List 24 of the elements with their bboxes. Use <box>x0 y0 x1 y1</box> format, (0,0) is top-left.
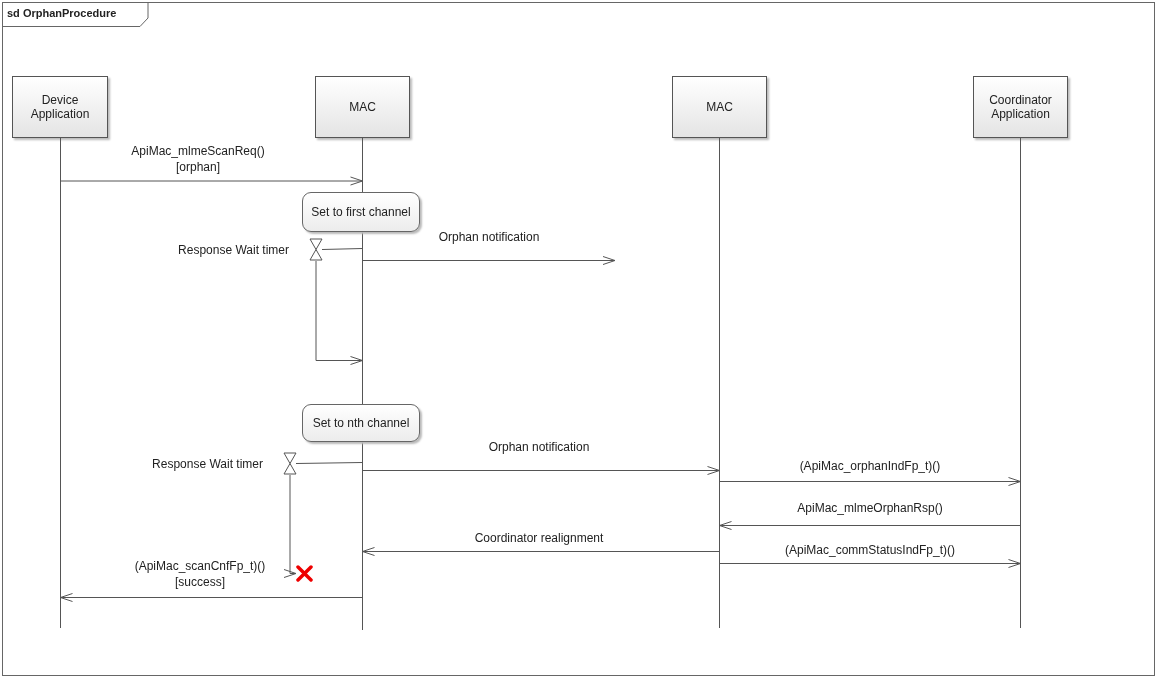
message-arrow <box>719 521 1021 530</box>
diagram-title: sd OrphanProcedure <box>7 7 117 19</box>
connector-line <box>321 248 363 250</box>
hourglass-icon <box>283 452 297 475</box>
participant-box: MAC <box>672 76 767 138</box>
message-arrow <box>60 176 363 186</box>
note-box: Set to first channel <box>302 192 420 232</box>
message-arrow <box>362 256 616 265</box>
message-arrow <box>719 559 1021 568</box>
cross-mark <box>296 565 313 582</box>
participant-box: Device Application <box>12 76 108 138</box>
message-arrow <box>315 260 363 365</box>
message-arrow <box>719 477 1021 486</box>
message-arrow <box>362 547 720 556</box>
message-arrow <box>362 466 720 475</box>
message-arrow <box>60 593 363 602</box>
note-box: Set to nth channel <box>302 404 420 442</box>
connector-line <box>295 462 363 464</box>
timer-label: Response Wait timer <box>152 457 263 471</box>
message-arrow <box>283 474 297 578</box>
participant-box: Coordinator Application <box>973 76 1068 138</box>
timer-label: Response Wait timer <box>178 243 289 257</box>
hourglass-icon <box>309 238 323 261</box>
participant-box: MAC <box>315 76 410 138</box>
